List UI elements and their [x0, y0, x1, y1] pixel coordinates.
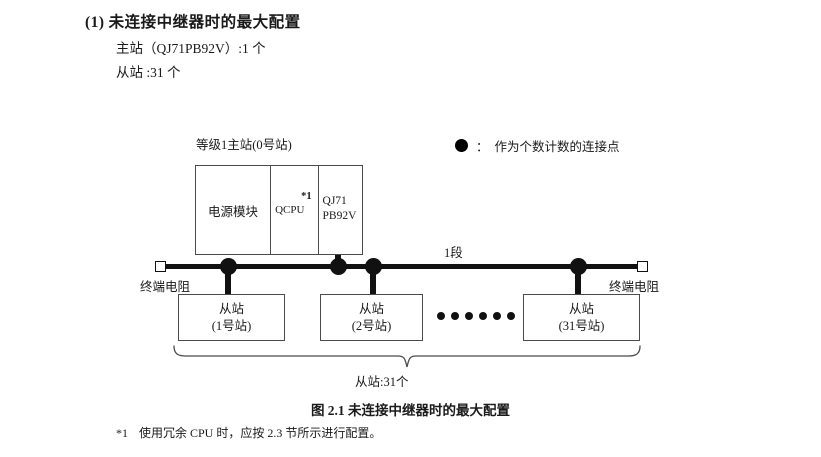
- slave-station-box: 从站 (31号站): [523, 294, 640, 341]
- ellipsis-dot: [507, 312, 515, 320]
- terminator-right-icon: [637, 261, 648, 272]
- ellipsis-dot: [437, 312, 445, 320]
- segment-label: 1段: [444, 246, 463, 260]
- slave-title: 从站: [358, 301, 384, 316]
- slave-station-number: (1号站): [211, 318, 252, 333]
- footnote-marker: *1: [116, 426, 128, 440]
- brace-svg: [173, 345, 641, 368]
- slave-station-number: (2号站): [351, 318, 392, 333]
- legend-label: 作为个数计数的连接点: [494, 140, 620, 154]
- ellipsis-dot: [465, 312, 473, 320]
- terminator-right-label: 终端电阻: [609, 280, 660, 294]
- pb92v-line1: QJ71: [322, 195, 347, 207]
- slave-count-brace: [172, 345, 642, 376]
- brace-label: 从站:31个: [355, 375, 409, 389]
- slave-title: 从站: [218, 301, 244, 316]
- spec-master-count: 主站（QJ71PB92V）:1 个: [116, 41, 266, 56]
- legend-colon: ：: [476, 140, 489, 154]
- connection-point-dot-slave1: [220, 258, 237, 275]
- slave1-drop-connector: [225, 268, 231, 294]
- section-heading: (1)未连接中继器时的最大配置: [85, 10, 301, 32]
- figure-caption: 图 2.1 未连接中继器时的最大配置: [310, 403, 511, 418]
- slave-station-number: (31号站): [558, 318, 605, 333]
- footnote: *1 使用冗余 CPU 时，应按 2.3 节所示进行配置。: [116, 424, 381, 441]
- footnote-text: 使用冗余 CPU 时，应按 2.3 节所示进行配置。: [139, 426, 382, 440]
- slave-title: 从站: [568, 301, 594, 316]
- connection-point-dot-master: [330, 258, 347, 275]
- terminator-left-label: 终端电阻: [140, 280, 191, 294]
- section-title: 未连接中继器时的最大配置: [108, 14, 301, 31]
- connection-point-dot-slave2: [365, 258, 382, 275]
- pb92v-line2: PB92V: [322, 210, 357, 222]
- master-station-label: 等级1主站(0号站): [196, 138, 292, 152]
- legend: ： 作为个数计数的连接点: [455, 136, 620, 155]
- connection-point-dot-slave31: [570, 258, 587, 275]
- slave2-drop-connector: [370, 268, 376, 294]
- qcpu-label: QCPU: [275, 204, 305, 216]
- slave31-drop-connector: [575, 268, 581, 294]
- slave-station-box: 从站 (1号站): [178, 294, 285, 341]
- power-module-cell: 电源模块: [196, 166, 272, 254]
- legend-dot-icon: [455, 139, 468, 152]
- spec-slave-count: 从站 :31 个: [116, 65, 181, 80]
- ellipsis-dot: [451, 312, 459, 320]
- terminator-left-icon: [155, 261, 166, 272]
- qcpu-cell: QCPU *1: [271, 166, 319, 254]
- section-number: (1): [85, 14, 105, 31]
- network-bus-line: [160, 264, 644, 269]
- slave-station-box: 从站 (2号站): [320, 294, 423, 341]
- qcpu-footnote-marker: *1: [301, 191, 312, 202]
- power-module-label: 电源模块: [208, 204, 259, 219]
- ellipsis-dot: [493, 312, 501, 320]
- ellipsis-dot: [479, 312, 487, 320]
- ellipsis-dots: [437, 312, 515, 320]
